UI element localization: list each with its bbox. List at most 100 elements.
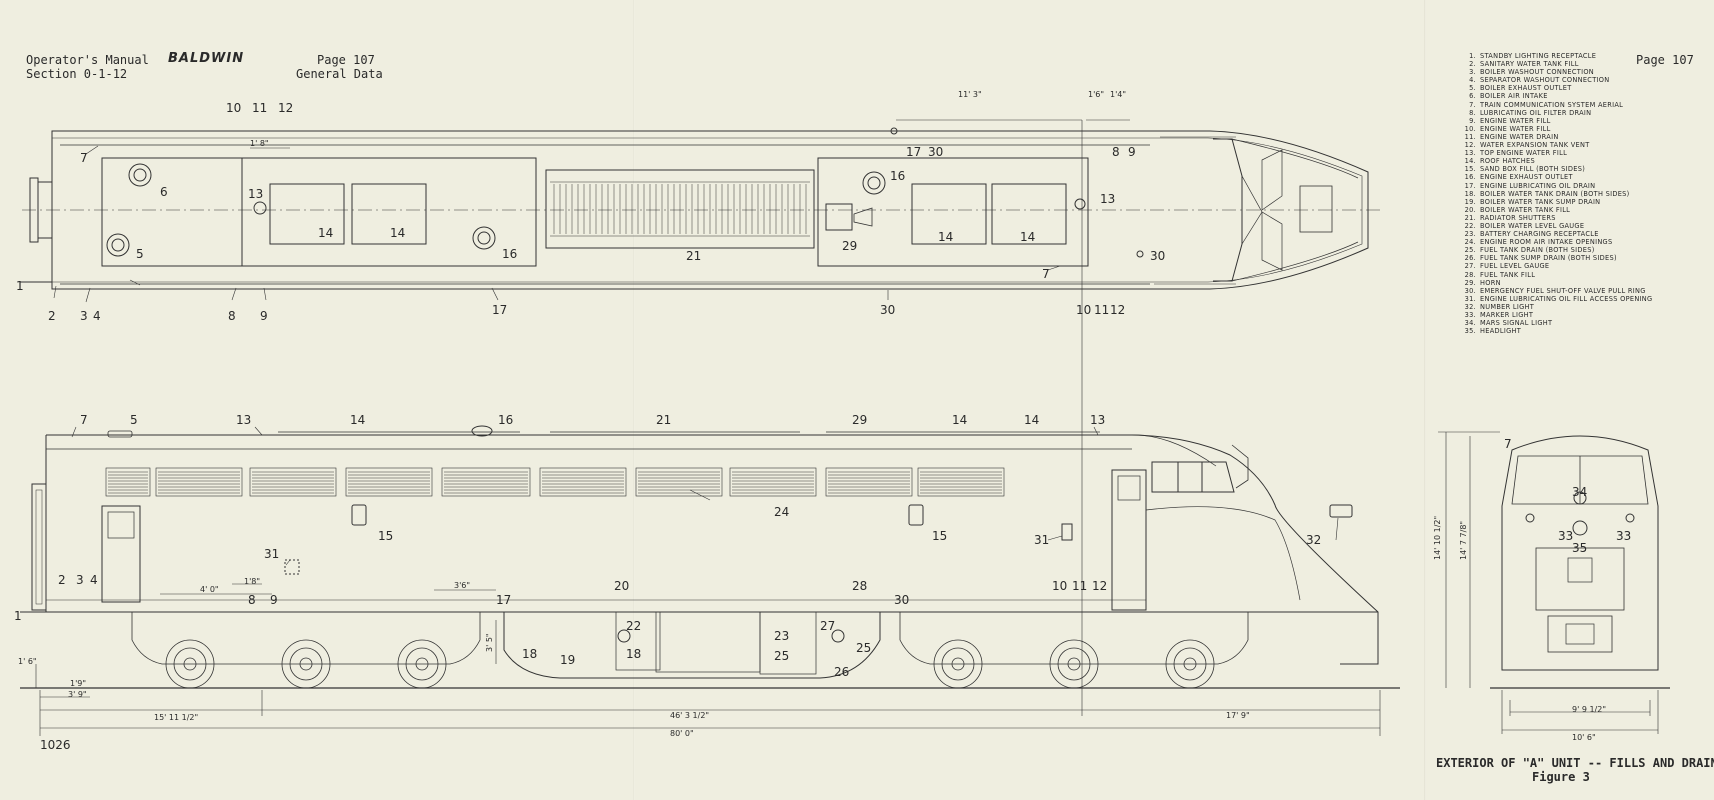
dim-46-3: 46' 3 1/2" — [670, 711, 709, 720]
legend-number: 10. — [1464, 124, 1476, 133]
manual-section: Section 0-1-12 — [26, 67, 128, 81]
legend-number: 21. — [1464, 213, 1476, 222]
legend-label: MARS SIGNAL LIGHT — [1480, 319, 1553, 328]
callout-19: 19 — [560, 653, 575, 667]
callout-7: 7 — [80, 413, 88, 427]
callout-labels: 10 11 12 7 6 5 13 14 14 16 21 29 16 14 1… — [14, 101, 1631, 679]
legend-label: ENGINE WATER FILL — [1480, 124, 1551, 133]
callout-30: 30 — [928, 145, 943, 159]
manual-title: Operator's Manual — [26, 53, 149, 67]
callout-12: 12 — [1092, 579, 1107, 593]
legend-number: 22. — [1464, 221, 1476, 230]
legend-number: 6. — [1469, 92, 1476, 101]
legend-number: 20. — [1464, 205, 1476, 214]
callout-30: 30 — [1150, 249, 1165, 263]
callout-33: 33 — [1558, 529, 1573, 543]
callout-12: 12 — [278, 101, 293, 115]
legend-number: 27. — [1464, 262, 1476, 271]
legend-label: BOILER WATER TANK SUMP DRAIN — [1480, 197, 1601, 206]
callout-13: 13 — [1100, 192, 1115, 206]
legend-number: 14. — [1464, 157, 1476, 166]
callout-29: 29 — [842, 239, 857, 253]
callout-32: 32 — [1306, 533, 1321, 547]
legend-number: 15. — [1464, 165, 1476, 174]
callout-31: 31 — [264, 547, 279, 561]
dim-11-3: 11' 3" — [958, 90, 982, 99]
legend-item: 14. ROOF HATCHES — [1462, 157, 1652, 165]
callout-16: 16 — [498, 413, 513, 427]
callout-13: 13 — [248, 187, 263, 201]
callout-3: 3 — [76, 573, 84, 587]
callout-7: 7 — [1042, 267, 1050, 281]
legend-label: TOP ENGINE WATER FILL — [1480, 149, 1568, 158]
callout-13: 13 — [236, 413, 251, 427]
callout-20: 20 — [614, 579, 629, 593]
dim-3-5: 3' 5" — [485, 633, 494, 652]
legend-item: 25.FUEL TANK DRAIN (BOTH SIDES) — [1462, 246, 1652, 254]
dimension-lines — [35, 119, 1381, 736]
legend-label: LUBRICATING OIL FILTER DRAIN — [1480, 108, 1592, 117]
legend-number: 32. — [1464, 302, 1476, 311]
callout-3: 3 — [80, 309, 88, 323]
legend-item: 30.EMERGENCY FUEL SHUT-OFF VALVE PULL RI… — [1462, 287, 1652, 295]
figure-number: Figure 3 — [1532, 770, 1590, 784]
callout-9: 9 — [1128, 145, 1136, 159]
legend-item: 27.FUEL LEVEL GAUGE — [1462, 262, 1652, 270]
legend-label: RADIATOR SHUTTERS — [1480, 213, 1556, 222]
legend-item: 7.TRAIN COMMUNICATION SYSTEM AERIAL — [1462, 101, 1652, 109]
legend-label: TRAIN COMMUNICATION SYSTEM AERIAL — [1480, 100, 1624, 109]
callout-14: 14 — [938, 230, 953, 244]
legend-label: ENGINE EXHAUST OUTLET — [1480, 173, 1573, 182]
callout-14: 14 — [1020, 230, 1035, 244]
dim-15-11: 15' 11 1/2" — [154, 713, 198, 722]
callout-15: 15 — [932, 529, 947, 543]
legend-number: 28. — [1464, 270, 1476, 279]
legend-item: 22.BOILER WATER LEVEL GAUGE — [1462, 222, 1652, 230]
dim-1-4: 1'4" — [1110, 90, 1126, 99]
callout-5: 5 — [130, 413, 138, 427]
dim-1-6: 1'6" — [1088, 90, 1104, 99]
legend-item: 2.SANITARY WATER TANK FILL — [1462, 60, 1652, 68]
callout-10: 10 — [226, 101, 241, 115]
callout-21: 21 — [686, 249, 701, 263]
legend-label: BOILER WASHOUT CONNECTION — [1480, 68, 1595, 77]
legend-number: 9. — [1469, 116, 1476, 125]
callout-7: 7 — [1504, 437, 1512, 451]
legend-item: 17.ENGINE LUBRICATING OIL DRAIN — [1462, 182, 1652, 190]
dim-4-0: 4' 0" — [200, 585, 219, 594]
legend-item: 9.ENGINE WATER FILL — [1462, 117, 1652, 125]
legend-label: ENGINE ROOM AIR INTAKE OPENINGS — [1480, 238, 1613, 247]
legend-number: 5. — [1469, 84, 1476, 93]
callout-17: 17 — [496, 593, 511, 607]
dimension-labels: 11' 3" 1'6" 1'4" 1' 8" 4' 0" 1'8" 3'6" 1… — [18, 90, 1606, 742]
legend-item: 15.SAND BOX FILL (BOTH SIDES) — [1462, 165, 1652, 173]
legend-label: FUEL TANK SUMP DRAIN (BOTH SIDES) — [1480, 254, 1617, 263]
legend-number: 4. — [1469, 76, 1476, 85]
legend-number: 8. — [1469, 108, 1476, 117]
dim-3-9: 3' 9" — [68, 690, 87, 699]
figure-caption: EXTERIOR OF "A" UNIT -- FILLS AND DRAINS — [1436, 756, 1714, 770]
dim-1-6-side: 1' 6" — [18, 657, 37, 666]
legend-label: STANDBY LIGHTING RECEPTACLE — [1480, 52, 1597, 60]
callout-2: 2 — [48, 309, 56, 323]
callout-1: 1 — [14, 609, 22, 623]
callout-24: 24 — [774, 505, 789, 519]
legend-label: NUMBER LIGHT — [1480, 302, 1535, 311]
callout-1: 1 — [16, 279, 24, 293]
legend-label: ROOF HATCHES — [1480, 157, 1535, 166]
callout-33: 33 — [1616, 529, 1631, 543]
legend-number: 29. — [1464, 278, 1476, 287]
legend-label: BATTERY CHARGING RECEPTACLE — [1480, 230, 1599, 239]
legend-item: 10. ENGINE WATER FILL — [1462, 125, 1652, 133]
callout-11: 11 — [1072, 579, 1087, 593]
legend-item: 34.MARS SIGNAL LIGHT — [1462, 319, 1652, 327]
callout-14: 14 — [952, 413, 967, 427]
callout-25: 25 — [774, 649, 789, 663]
callout-7: 7 — [80, 151, 88, 165]
callout-17: 17 — [906, 145, 921, 159]
legend-number: 30. — [1464, 286, 1476, 295]
callout-28: 28 — [852, 579, 867, 593]
callout-14: 14 — [1024, 413, 1039, 427]
